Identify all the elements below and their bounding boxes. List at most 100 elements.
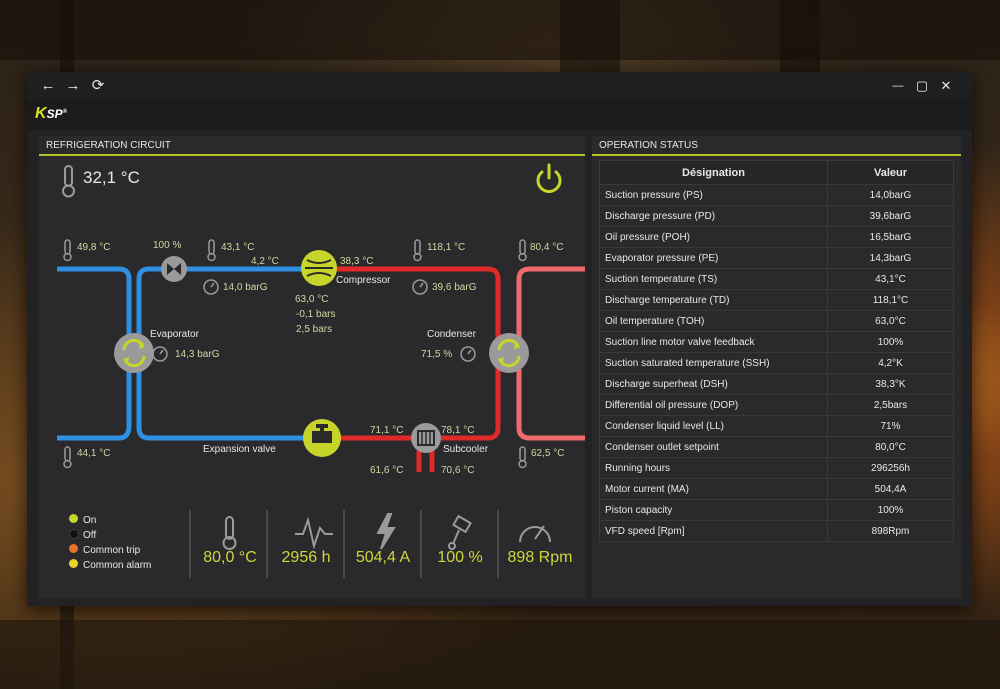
row-designation: Discharge pressure (PD) [599, 205, 828, 227]
forward-icon[interactable]: → [65, 77, 81, 94]
temp-left-bottom: 44,1 °C [77, 448, 111, 459]
ambient-temperature: 32,1 °C [83, 168, 140, 187]
gauge-icon [519, 525, 551, 543]
operation-status-table: Désignation Valeur Suction pressure (PS)… [599, 160, 954, 542]
row-value: 4,2°K [827, 352, 954, 374]
table-row: Differential oil pressure (DOP)2,5bars [599, 394, 954, 416]
expansion-valve-icon[interactable] [303, 419, 341, 457]
temp-subcooler-a: 61,6 °C [370, 465, 404, 476]
temp-compressor-in: 4,2 °C [251, 256, 279, 267]
kpi-separator [420, 510, 422, 578]
legend-trip-label: Common trip [83, 545, 141, 556]
maximize-button[interactable]: ▢ [915, 78, 929, 93]
row-value: 43,1°C [827, 268, 954, 290]
back-icon[interactable]: ← [40, 77, 56, 94]
temp-compressor-out: 38,3 °C [340, 256, 374, 267]
close-button[interactable]: ✕ [940, 78, 952, 93]
table-row: Suction pressure (PS)14,0barG [599, 184, 954, 206]
app-window: ← → ⟳ — ▢ ✕ KSP® REFRIGERATION CIRCUIT [27, 72, 972, 606]
evaporator-icon[interactable] [114, 333, 154, 373]
legend-off-dot [69, 529, 79, 539]
kpi-icons [222, 513, 551, 550]
lightning-icon [376, 513, 396, 550]
condenser-icon[interactable] [489, 333, 529, 373]
row-designation: VFD speed [Rpm] [599, 520, 828, 542]
kpi-separator [266, 510, 268, 578]
ksp-logo: KSP® [35, 105, 67, 122]
evaporator-label: Evaporator [150, 329, 199, 340]
row-designation: Condenser liquid level (LL) [599, 415, 828, 437]
legend-on-dot [69, 514, 78, 523]
minimize-button[interactable]: — [892, 80, 904, 92]
row-value: 100% [827, 499, 954, 521]
thermometer-icon [222, 516, 237, 550]
operation-status-panel: OPERATION STATUS Désignation Valeur Suct… [592, 136, 961, 598]
kpi-temperature: 80,0 °C [203, 549, 257, 566]
kpi-running-hours: 2956 h [281, 549, 331, 566]
title-bar: ← → ⟳ — ▢ ✕ [27, 72, 972, 100]
temp-suction: 43,1 °C [221, 242, 255, 253]
row-designation: Piston capacity [599, 499, 828, 521]
row-designation: Motor current (MA) [599, 478, 828, 500]
oil-pressure-2: 2,5 bars [296, 324, 333, 335]
row-designation: Discharge superheat (DSH) [599, 373, 828, 395]
row-value: 63,0°C [827, 310, 954, 332]
kpi-capacity: 100 % [437, 549, 483, 566]
piston-icon [448, 514, 472, 550]
temp-left-top: 49,8 °C [77, 242, 111, 253]
temp-subcooler-in: 71,1 °C [370, 425, 404, 436]
table-row: VFD speed [Rpm]898Rpm [599, 520, 954, 542]
circuit-diagram [57, 163, 585, 550]
row-value: 898Rpm [827, 520, 954, 542]
row-designation: Condenser outlet setpoint [599, 436, 828, 458]
table-row: Discharge temperature (TD)118,1°C [599, 289, 954, 311]
temp-right-top: 80,4 °C [530, 242, 564, 253]
table-row: Discharge superheat (DSH)38,3°K [599, 373, 954, 395]
oil-temperature: 63,0 °C [295, 294, 329, 305]
row-designation: Oil temperature (TOH) [599, 310, 828, 332]
header-value: Valeur [827, 160, 954, 185]
kpi-separator [189, 510, 191, 578]
subcooler-label: Subcooler [443, 444, 489, 455]
operation-status-title: OPERATION STATUS [592, 136, 961, 156]
refrigeration-title: REFRIGERATION CIRCUIT [39, 136, 585, 156]
pressure-discharge: 39,6 barG [432, 282, 477, 293]
table-row: Motor current (MA)504,4A [599, 478, 954, 500]
row-designation: Suction line motor valve feedback [599, 331, 828, 353]
legend-trip-dot [69, 544, 78, 553]
motor-valve-icon[interactable] [161, 256, 187, 282]
temp-subcooler-b: 70,6 °C [441, 465, 475, 476]
row-designation: Oil pressure (POH) [599, 226, 828, 248]
row-designation: Running hours [599, 457, 828, 479]
brand-bar [27, 100, 972, 130]
expansion-valve-label: Expansion valve [203, 444, 276, 455]
legend-off-label: Off [83, 530, 97, 541]
legend-on-label: On [83, 515, 97, 526]
row-value: 38,3°K [827, 373, 954, 395]
legend-alarm-label: Common alarm [83, 560, 152, 571]
table-row: Condenser liquid level (LL)71% [599, 415, 954, 437]
pulse-icon [295, 516, 333, 550]
refresh-icon[interactable]: ⟳ [91, 77, 105, 94]
compressor-icon[interactable] [301, 250, 337, 286]
row-value: 2,5bars [827, 394, 954, 416]
subcooler-icon[interactable] [411, 423, 441, 453]
row-designation: Evaporator pressure (PE) [599, 247, 828, 269]
row-value: 39,6barG [827, 205, 954, 227]
oil-pressure-1: -0,1 bars [296, 309, 336, 320]
temp-subcooler-out: 78,1 °C [441, 425, 475, 436]
table-row: Suction saturated temperature (SSH)4,2°K [599, 352, 954, 374]
row-designation: Suction saturated temperature (SSH) [599, 352, 828, 374]
table-row: Oil temperature (TOH)63,0°C [599, 310, 954, 332]
power-icon[interactable] [536, 163, 562, 193]
table-row: Evaporator pressure (PE)14,3barG [599, 247, 954, 269]
kpi-speed: 898 Rpm [507, 549, 573, 566]
row-value: 14,0barG [827, 184, 954, 206]
kpi-current: 504,4 A [355, 549, 411, 566]
table-row: Oil pressure (POH)16,5barG [599, 226, 954, 248]
gauge-icons [152, 279, 476, 362]
compressor-label: Compressor [336, 275, 391, 286]
